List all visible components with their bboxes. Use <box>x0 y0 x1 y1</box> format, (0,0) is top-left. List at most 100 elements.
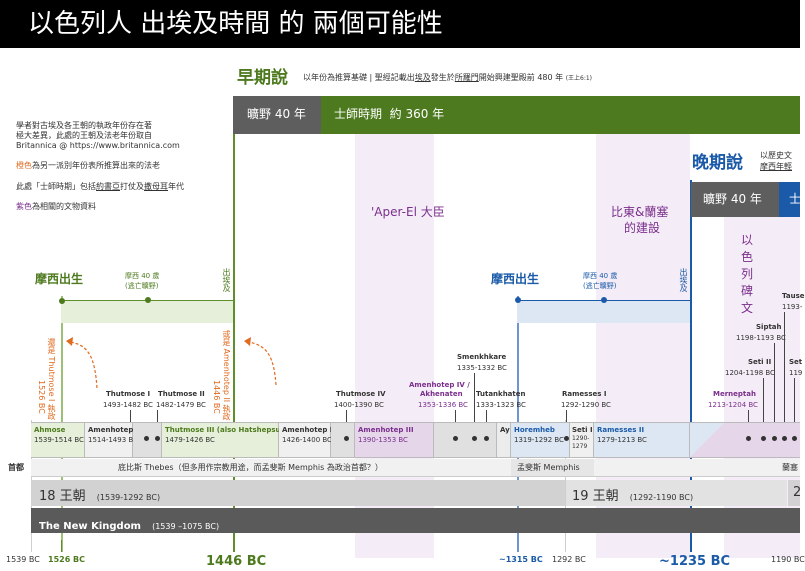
pharaoh-label: Amenhotep IV / <box>409 381 470 389</box>
king-cell: Ay <box>497 423 511 457</box>
legend-line-3: Britannica @ https://www.britannica.com <box>16 141 180 150</box>
orange-note-1446-name: 或是 Amenhotep II 執政 <box>222 330 231 421</box>
pharaoh-label: Tutankhaten <box>476 390 526 398</box>
pharaoh-label: Siptah <box>756 323 782 331</box>
reign-dot <box>472 436 477 441</box>
late-exodus-vlabel: 出埃及 <box>679 268 688 292</box>
capital-label: 首都 <box>8 463 24 472</box>
leader-line <box>784 312 785 438</box>
axis-1446: 1446 BC <box>206 554 267 569</box>
pharaoh-label: Thutmose I <box>106 390 151 398</box>
reign-dot <box>144 436 149 441</box>
late-theory-note-1: 以歷史文 <box>760 151 792 160</box>
early-moses-40: 摩西 40 歲 <box>125 272 160 280</box>
reign-dot <box>564 436 569 441</box>
stele-char-5: 文 <box>741 301 754 315</box>
late-wilderness-band <box>691 182 779 217</box>
axis-1235: ~1235 BC <box>659 554 731 569</box>
late-moses-40-dot <box>601 297 607 303</box>
reign-dot <box>772 436 777 441</box>
orange-note-1526-name: 還是 Thutmose I 執政 <box>47 338 56 420</box>
early-moses-born-dot <box>59 298 65 304</box>
pharaoh-label: Thutmose IV <box>336 390 386 398</box>
leader-line <box>763 378 764 438</box>
pharaoh-years: 1400-1390 BC <box>334 401 384 409</box>
legend-purple-note: 紫色為相關的文物資料 <box>16 202 96 211</box>
axis-1526: 1526 BC <box>48 555 86 564</box>
new-kingdom-label: The New Kingdom (1539 –1075 BC) <box>39 521 220 532</box>
pharaoh-years: 1292-1290 BC <box>561 401 611 409</box>
orange-arrowhead-1526 <box>66 337 73 346</box>
pharaoh-label: Set <box>789 358 803 366</box>
pharaoh-years: 1493-1482 BC <box>103 401 153 409</box>
capital-ramesses: 蘭塞 <box>782 463 798 472</box>
pharaoh-years: 1482-1479 BC <box>156 401 206 409</box>
reign-dot <box>155 436 160 441</box>
pithom-ramesses-label-1: 比東&蘭塞 <box>611 205 669 219</box>
late-moses-born-dot <box>515 297 521 303</box>
new-kingdom-bar <box>31 508 800 533</box>
reign-dot <box>453 436 458 441</box>
pharaoh-years: 1204-1198 BC <box>725 369 775 377</box>
late-judges-band <box>779 182 800 217</box>
capital-memphis: 孟斐斯 Memphis <box>517 463 580 472</box>
pharaoh-years: 1333-1323 BC <box>476 401 526 409</box>
late-moses-40: 摩西 40 歲 <box>583 272 618 280</box>
pharaoh-years: 1335-1332 BC <box>457 364 507 372</box>
orange-arrow-1526 <box>69 341 98 389</box>
reign-dot <box>484 436 489 441</box>
late-theory-heading: 晚期說 <box>692 153 743 173</box>
pharaoh-years: 1198-1193 BC <box>736 334 786 342</box>
reign-dot <box>792 436 797 441</box>
early-exodus-vlabel: 出埃及 <box>222 268 231 292</box>
early-moses-born: 摩西出生 <box>35 272 84 286</box>
early-wilderness-label: 曠野 40 年 <box>247 107 306 121</box>
capital-thebes: 底比斯 Thebes（但多用作宗教用途，而孟斐斯 Memphis 為政治首都？） <box>118 463 383 472</box>
stele-char-1: 以 <box>741 233 754 247</box>
stele-char-2: 色 <box>741 250 754 264</box>
axis-1315: ~1315 BC <box>499 555 543 564</box>
reign-dot <box>344 436 349 441</box>
orange-note-1526-year: 1526 BC <box>37 380 46 414</box>
king-row-tail <box>690 423 800 457</box>
early-wilderness-band <box>233 96 321 134</box>
early-judges-label: 士師時期 約 360 年 <box>334 107 445 121</box>
stele-char-4: 碑 <box>741 284 754 298</box>
early-judges-band <box>321 96 800 134</box>
legend-line-1: 學者對古埃及各王朝的執政年份存在著 <box>16 121 152 130</box>
title-bar <box>0 0 800 48</box>
dynasty-18-label: 18 王朝 (1539-1292 BC) <box>39 489 161 504</box>
late-exodus-line <box>690 180 692 552</box>
early-moses-40-dot <box>145 297 151 303</box>
pharaoh-years: 1213-1204 BC <box>708 401 758 409</box>
dynasty-20-label: 2 <box>793 485 802 500</box>
pharaoh-label: Tause <box>782 292 805 300</box>
pharaoh-label: Seti II <box>748 358 772 366</box>
page-title: 以色列人 出埃及時間 的 兩個可能性 <box>28 9 443 39</box>
leader-line <box>774 343 775 438</box>
orange-arrow-1446 <box>247 341 277 386</box>
early-theory-note: 以年份為推算基礎 | 聖經記載出埃及發生於所羅門開始興建聖殿前 480 年 (王… <box>303 73 593 82</box>
late-wilderness-label: 曠野 40 年 <box>703 192 762 206</box>
axis-1190: 1190 BC <box>771 555 805 564</box>
dynasty-20-bar <box>788 480 800 506</box>
king-cell: Thutmose III (also Hatshepsut)1479-1426 … <box>162 423 287 457</box>
late-theory-note-2: 摩西年輕 <box>760 162 792 171</box>
king-cell-small <box>331 423 355 457</box>
dynasty-19-label: 19 王朝 (1292-1190 BC) <box>572 489 694 504</box>
pharaoh-years: 1353-1336 BC <box>418 401 468 409</box>
pharaoh-label: Ramesses I <box>562 390 607 398</box>
late-judges-label: 士 <box>789 192 802 206</box>
pharaoh-label: Smenkhkare <box>457 353 507 361</box>
pharaoh-label: Thutmose II <box>158 390 205 398</box>
legend-judges-note: 此處「士師時期」包括約書亞打仗及撒母耳年代 <box>16 182 184 191</box>
pithom-ramesses-label-2: 的建設 <box>624 221 661 235</box>
early-theory-heading: 早期說 <box>237 68 288 88</box>
pharaoh-label-2: Akhenaten <box>420 390 463 398</box>
axis-1292: 1292 BC <box>552 555 586 564</box>
